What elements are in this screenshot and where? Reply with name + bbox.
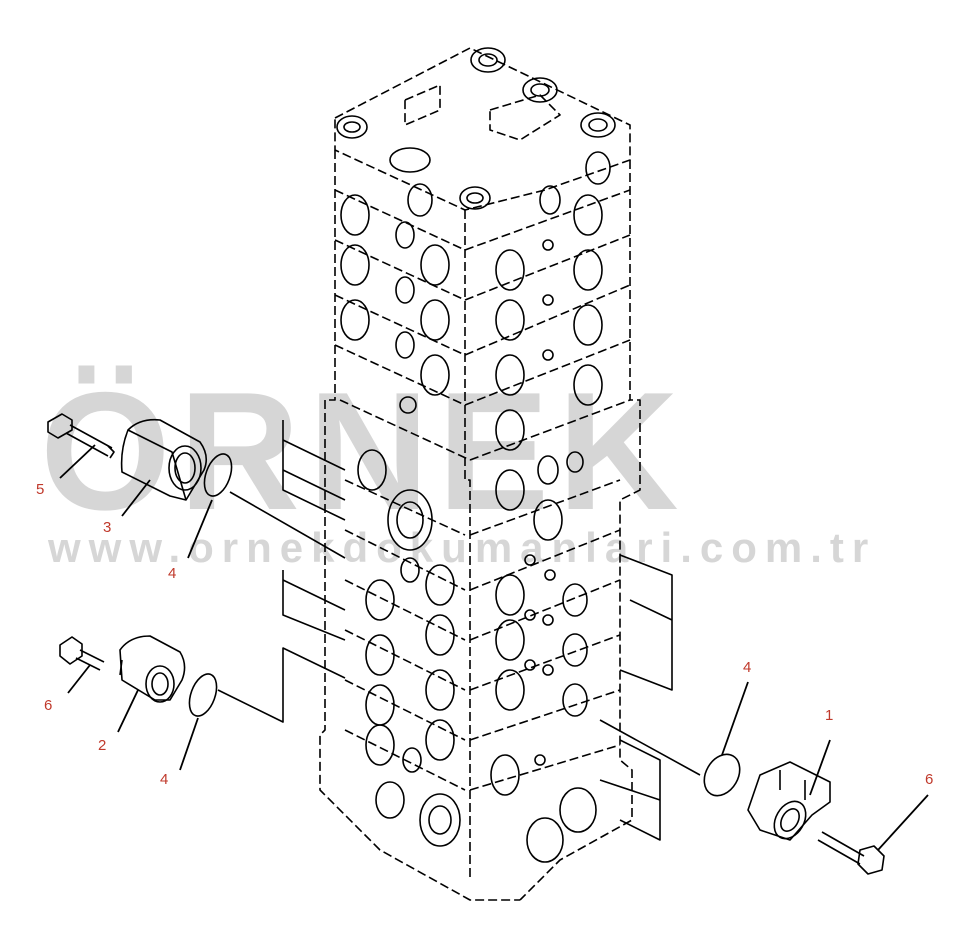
bolt-part-5 — [47, 413, 115, 459]
flange-part-3 — [120, 418, 208, 501]
callout-6-right: 6 — [925, 771, 934, 788]
callout-2: 2 — [98, 737, 107, 754]
flange-part-2 — [119, 635, 186, 703]
callout-leaders — [59, 444, 929, 851]
flange-part-1 — [747, 761, 831, 841]
leader-lines — [217, 420, 701, 841]
callout-3: 3 — [103, 519, 112, 536]
o-ring-lower — [188, 673, 218, 717]
control-valve-body — [319, 47, 641, 901]
o-ring-right — [703, 753, 741, 797]
o-ring-upper — [203, 453, 233, 497]
callout-4-upper: 4 — [168, 565, 177, 582]
valve-ports — [336, 47, 616, 863]
bolt-part-6-left — [59, 636, 105, 671]
bolt-part-6-right — [817, 831, 885, 875]
callout-4-lower: 4 — [160, 771, 169, 788]
callout-5: 5 — [36, 481, 45, 498]
callout-4-right: 4 — [743, 659, 752, 676]
callout-6-left: 6 — [44, 697, 53, 714]
callout-1: 1 — [825, 707, 834, 724]
